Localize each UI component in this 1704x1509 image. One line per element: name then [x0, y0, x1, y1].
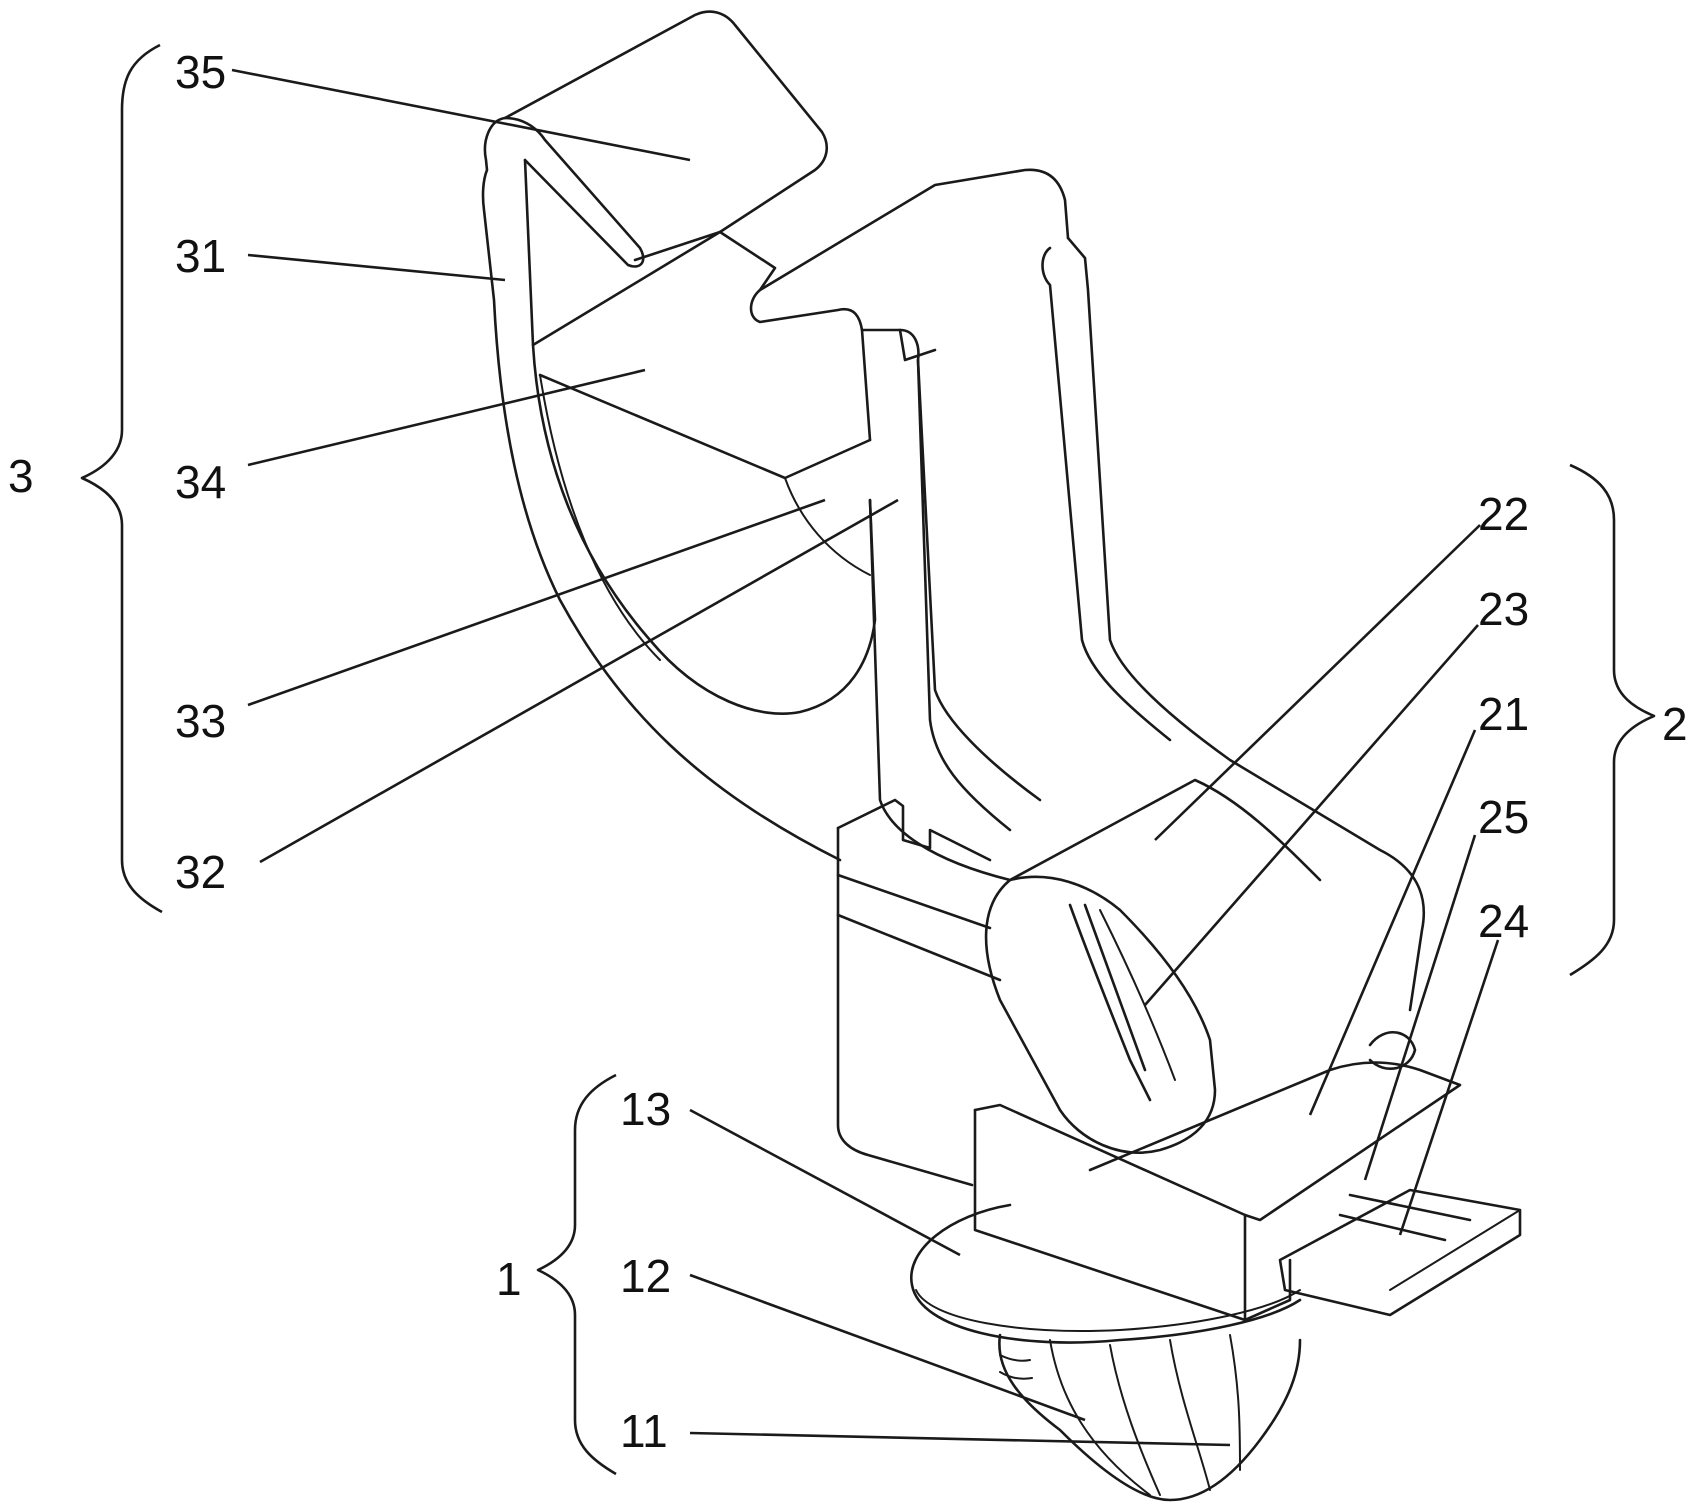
bracket-top-edge — [760, 170, 1068, 290]
label-2: 2 — [1662, 698, 1688, 750]
label-24: 24 — [1478, 895, 1529, 947]
label-22: 22 — [1478, 488, 1529, 540]
label-12: 12 — [620, 1250, 671, 1302]
brace-3 — [82, 45, 162, 912]
label-3: 3 — [8, 450, 34, 502]
tube-inner3 — [1100, 910, 1175, 1080]
hook-arm-outline — [483, 118, 840, 860]
web-34b — [540, 375, 870, 478]
label-25: 25 — [1478, 791, 1529, 843]
base-block-top — [838, 800, 990, 860]
leader-32 — [260, 500, 898, 862]
bracket-top — [720, 232, 870, 440]
web-34c — [785, 478, 870, 575]
latch-tab-edge — [1390, 1210, 1520, 1290]
group-braces — [82, 45, 1654, 1474]
label-1: 1 — [496, 1253, 522, 1305]
brace-2 — [1570, 465, 1654, 975]
label-31: 31 — [175, 230, 226, 282]
leader-lines — [232, 70, 1498, 1445]
base-plate-lower — [975, 1110, 1245, 1320]
right-column-inner — [1043, 248, 1171, 740]
leader-22 — [1155, 525, 1480, 840]
label-35: 35 — [175, 46, 226, 98]
leader-12 — [690, 1275, 1085, 1420]
leader-35 — [232, 70, 690, 160]
leader-34 — [248, 370, 645, 465]
pillar-right — [918, 360, 1040, 800]
label-32: 32 — [175, 846, 226, 898]
washer-inner — [916, 1290, 1300, 1331]
leader-11 — [690, 1433, 1230, 1445]
base-plate-right — [1245, 1260, 1290, 1320]
base-block-ledge2 — [838, 915, 1000, 980]
label-23: 23 — [1478, 583, 1529, 635]
label-11: 11 — [620, 1405, 668, 1457]
tube-inner — [1070, 905, 1150, 1100]
label-34: 34 — [175, 456, 226, 508]
top-tab — [505, 12, 827, 260]
callout-labels: 3 2 1 35 31 34 33 32 22 23 21 25 24 13 1… — [8, 46, 1688, 1457]
base-block-ledge — [838, 875, 990, 928]
bracket-slot — [862, 330, 1010, 830]
tube-outer — [986, 877, 1215, 1153]
right-column-outer — [1068, 238, 1424, 1010]
label-33: 33 — [175, 695, 226, 747]
label-21: 21 — [1478, 688, 1529, 740]
anchor-head — [999, 1335, 1300, 1500]
base-plate — [1090, 1063, 1460, 1221]
leader-13 — [690, 1110, 960, 1255]
web-34 — [533, 232, 720, 345]
leader-33 — [248, 500, 825, 705]
brace-1 — [538, 1075, 616, 1474]
leader-23 — [1145, 625, 1478, 1005]
pillar-left — [870, 500, 1010, 880]
label-13: 13 — [620, 1083, 671, 1135]
leader-31 — [248, 255, 505, 280]
latch-tab — [1280, 1190, 1520, 1315]
anchor-ribs — [1050, 1335, 1240, 1495]
